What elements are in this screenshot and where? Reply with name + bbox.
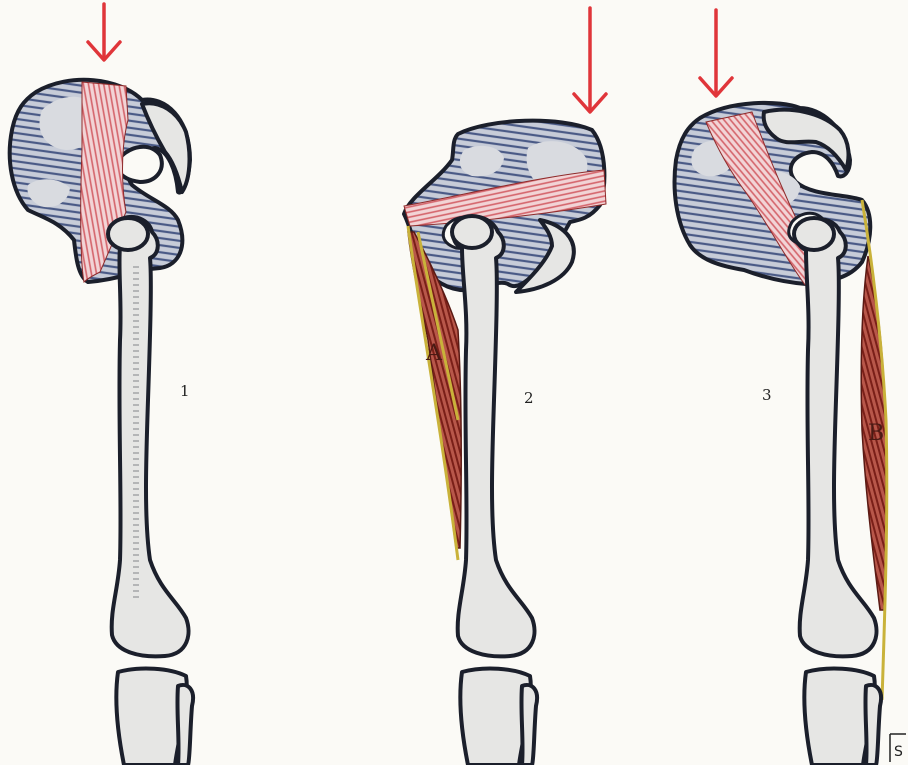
force-arrow-3 [700, 10, 732, 96]
panel-label-3: 3 [762, 386, 772, 404]
muscle-label-B: B [868, 421, 884, 446]
panel-2: A 2 [404, 8, 606, 765]
panel-3: 3 B [675, 10, 887, 765]
force-arrow-2 [574, 8, 606, 112]
force-arrow-1 [88, 4, 120, 60]
panel-1: 1 [10, 4, 193, 765]
panel-label-1: 1 [180, 382, 190, 400]
signature-text: S [894, 744, 903, 760]
panel-label-2: 2 [524, 389, 534, 407]
muscle-label-A: A [425, 341, 443, 366]
artist-signature: S [890, 734, 906, 762]
femur-1 [111, 217, 188, 656]
